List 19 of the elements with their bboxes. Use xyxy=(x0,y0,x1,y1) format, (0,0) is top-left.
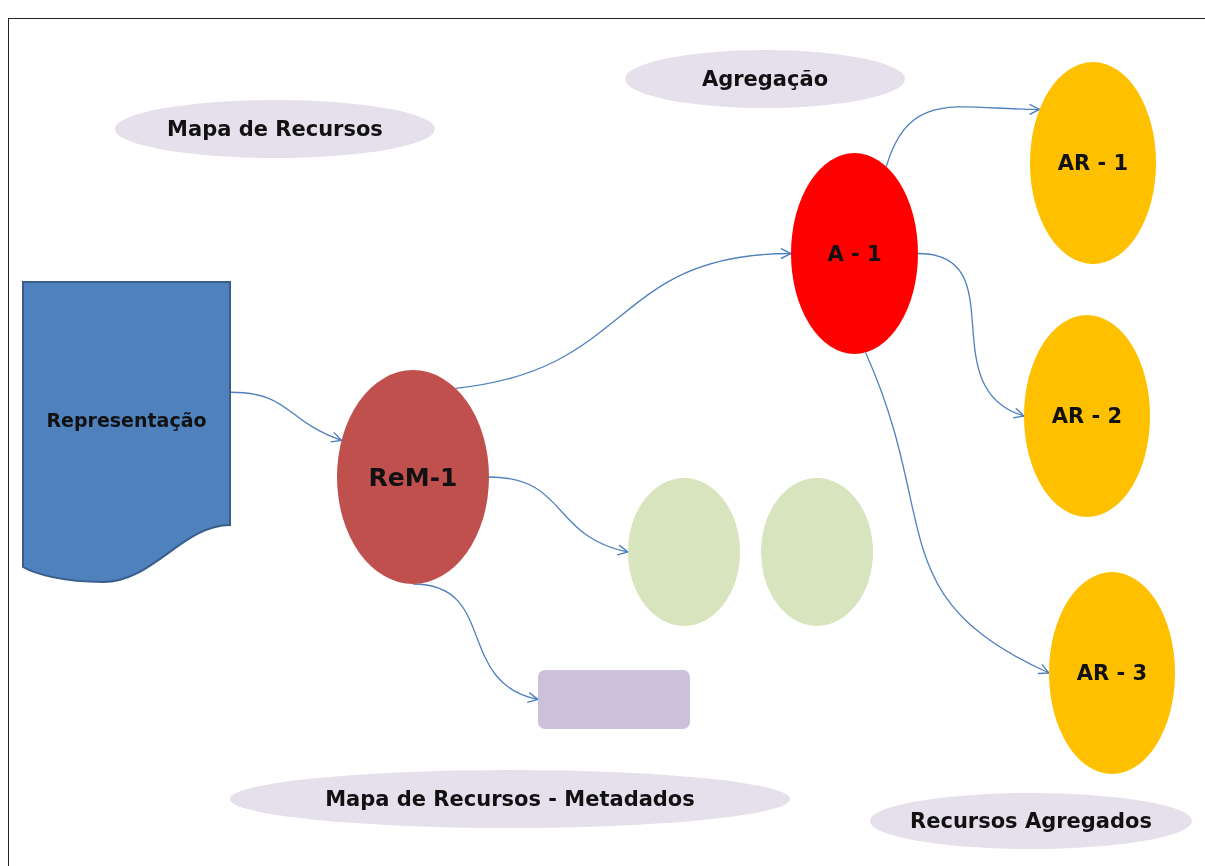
curved-arrow xyxy=(454,248,792,389)
metadata-rect xyxy=(538,670,690,729)
node-label: ReM-1 xyxy=(368,462,458,492)
node-label: A - 1 xyxy=(827,241,882,266)
node-label: Mapa de Recursos xyxy=(167,117,383,141)
node-label: AR - 1 xyxy=(1057,151,1129,175)
document-shape xyxy=(23,282,230,582)
curved-arrow xyxy=(488,476,629,555)
node-label: Agregação xyxy=(701,67,829,91)
curved-arrow xyxy=(864,351,1050,674)
curved-arrow xyxy=(885,103,1041,168)
curved-arrow xyxy=(917,252,1025,418)
node-label: AR - 2 xyxy=(1051,404,1123,428)
node-label: Representação xyxy=(46,409,207,431)
node-label: Recursos Agregados xyxy=(910,809,1152,833)
curved-arrow xyxy=(229,391,343,443)
node-label: Mapa de Recursos - Metadados xyxy=(325,787,695,811)
node-label: AR - 3 xyxy=(1076,661,1148,685)
curved-arrow xyxy=(412,583,539,702)
